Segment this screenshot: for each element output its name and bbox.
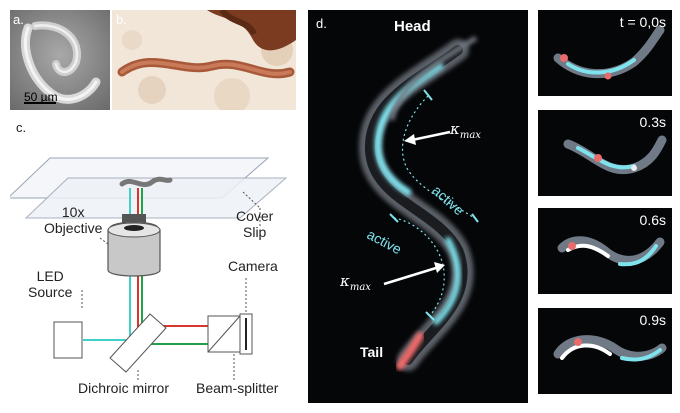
- kappa-arrow-1: [411, 130, 451, 142]
- dichroic-mirror: [109, 313, 167, 373]
- panel-a: a. 50 µm: [10, 10, 110, 110]
- label-tail: Tail: [360, 344, 384, 360]
- frame-0-time: t = 0,0s: [619, 14, 666, 30]
- panel-label-c: c.: [16, 120, 27, 135]
- panel-label-a: a.: [13, 12, 24, 27]
- fluorescence-worm-image: [359, 35, 479, 371]
- label-kappa-max-2: κmax: [340, 272, 371, 293]
- label-dichroic-mirror: Dichroic mirror: [78, 380, 169, 396]
- scale-bar-label: 50 µm: [24, 90, 58, 104]
- sem-worm-image: [10, 10, 110, 110]
- frame-3-time: 0.9s: [639, 312, 666, 328]
- label-camera: Camera: [228, 258, 278, 274]
- kappa-arrow-2: [383, 266, 437, 286]
- frame-1-time: 0.3s: [639, 114, 666, 130]
- label-kappa-max-1: κmax: [450, 120, 481, 141]
- panel-label-d: d.: [316, 16, 327, 31]
- panel-b: b.: [112, 8, 296, 114]
- frame-2: 0.6s: [538, 208, 672, 294]
- frame-1: 0.3s: [538, 110, 672, 196]
- optical-setup-diagram: [6, 157, 288, 380]
- frame-0: t = 0,0s: [538, 10, 672, 96]
- panel-label-b: b.: [116, 12, 127, 27]
- led-source-box: [53, 321, 83, 359]
- label-beam-splitter: Beam-splitter: [196, 380, 279, 396]
- panel-d: d. Head Tail κmax κmax active active: [308, 10, 528, 403]
- objective-body: [107, 229, 161, 277]
- stained-worm-image: [112, 8, 296, 114]
- cover-slip-bottom: [24, 177, 288, 219]
- panel-c: c.: [6, 118, 302, 408]
- frame-2-time: 0.6s: [639, 212, 666, 228]
- label-head: Head: [394, 18, 431, 35]
- frame-3: 0.9s: [538, 308, 672, 394]
